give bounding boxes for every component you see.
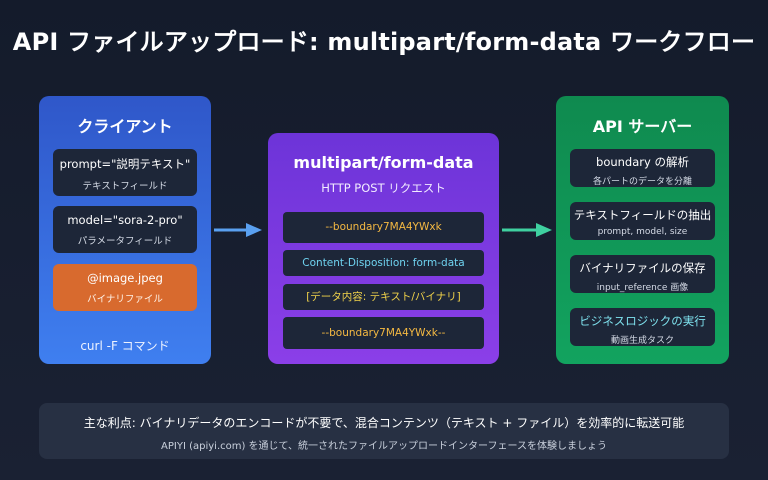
server-card-text-extract: テキストフィールドの抽出 prompt, model, size: [570, 202, 715, 240]
multipart-row-content-disposition: Content-Disposition: form-data: [283, 250, 484, 276]
server-card-business-logic: ビジネスロジックの実行 動画生成タスク: [570, 308, 715, 346]
client-card-sub: バイナリファイル: [87, 294, 163, 305]
client-card-prompt: prompt="説明テキスト" テキストフィールド: [53, 149, 197, 196]
multipart-row-boundary-start: --boundary7MA4YWxk: [283, 212, 484, 243]
server-card-boundary-parse: boundary の解析 各パートのデータを分離: [570, 149, 715, 187]
client-panel-title: クライアント: [77, 117, 173, 136]
multipart-panel-title: multipart/form-data: [293, 153, 474, 172]
client-card-model: model="sora-2-pro" パラメータフィールド: [53, 206, 197, 253]
arrow-right-icon: [214, 223, 262, 237]
footer-sub-text: APIYI (apiyi.com) を通じて、統一されたファイルアップロードイン…: [161, 441, 607, 452]
multipart-panel-subtitle: HTTP POST リクエスト: [321, 181, 446, 195]
server-card-sub: 動画生成タスク: [610, 336, 674, 346]
server-card-main: テキストフィールドの抽出: [573, 208, 712, 222]
server-card-sub: prompt, model, size: [597, 227, 688, 237]
client-card-main: model="sora-2-pro": [67, 213, 183, 227]
server-panel: API サーバー boundary の解析 各パートのデータを分離 テキストフィ…: [556, 96, 729, 364]
server-card-sub: 各パートのデータを分離: [592, 177, 692, 187]
server-card-sub: input_reference 画像: [596, 283, 689, 293]
footer-main-text: 主な利点: バイナリデータのエンコードが不要で、混合コンテンツ（テキスト + フ…: [83, 416, 685, 430]
client-panel: クライアント prompt="説明テキスト" テキストフィールド model="…: [39, 96, 211, 364]
server-card-main: バイナリファイルの保存: [579, 261, 706, 275]
server-card-main: ビジネスロジックの実行: [579, 314, 706, 328]
client-footer: curl -F コマンド: [80, 339, 170, 353]
multipart-row-data-content: [データ内容: テキスト/バイナリ]: [283, 284, 484, 310]
multipart-panel: multipart/form-data HTTP POST リクエスト --bo…: [268, 133, 499, 364]
client-card-image: @image.jpeg バイナリファイル: [53, 264, 197, 311]
client-card-sub: テキストフィールド: [82, 181, 168, 192]
footer-note: 主な利点: バイナリデータのエンコードが不要で、混合コンテンツ（テキスト + フ…: [39, 403, 729, 459]
client-card-main: prompt="説明テキスト": [59, 157, 191, 171]
diagram-title: API ファイルアップロード: multipart/form-data ワークフ…: [12, 28, 756, 56]
client-card-sub: パラメータフィールド: [77, 236, 173, 247]
arrow-right-icon: [502, 223, 552, 237]
multipart-row-boundary-end: --boundary7MA4YWxk--: [283, 317, 484, 349]
server-panel-title: API サーバー: [592, 117, 693, 136]
client-card-main: @image.jpeg: [87, 271, 163, 285]
server-card-binary-save: バイナリファイルの保存 input_reference 画像: [570, 255, 715, 293]
server-card-main: boundary の解析: [596, 155, 689, 169]
